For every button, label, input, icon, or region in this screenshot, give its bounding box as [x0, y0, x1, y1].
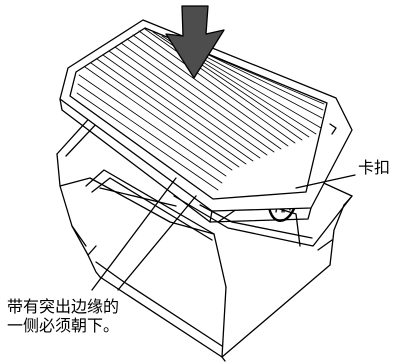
edge-leader-line-1 [91, 177, 177, 291]
clip-label: 卡扣 [358, 158, 391, 177]
edge-leader-line-2 [117, 195, 197, 291]
edge-label-line-2: 一侧必须朝下。 [7, 316, 120, 335]
filter-pleats [76, 28, 325, 191]
edge-label: 带有突出边缘的 一侧必须朝下。 [7, 297, 119, 335]
clip-leader-line [295, 174, 356, 189]
edge-label-line-1: 带有突出边缘的 [7, 297, 120, 316]
down-arrow-icon [165, 5, 225, 79]
